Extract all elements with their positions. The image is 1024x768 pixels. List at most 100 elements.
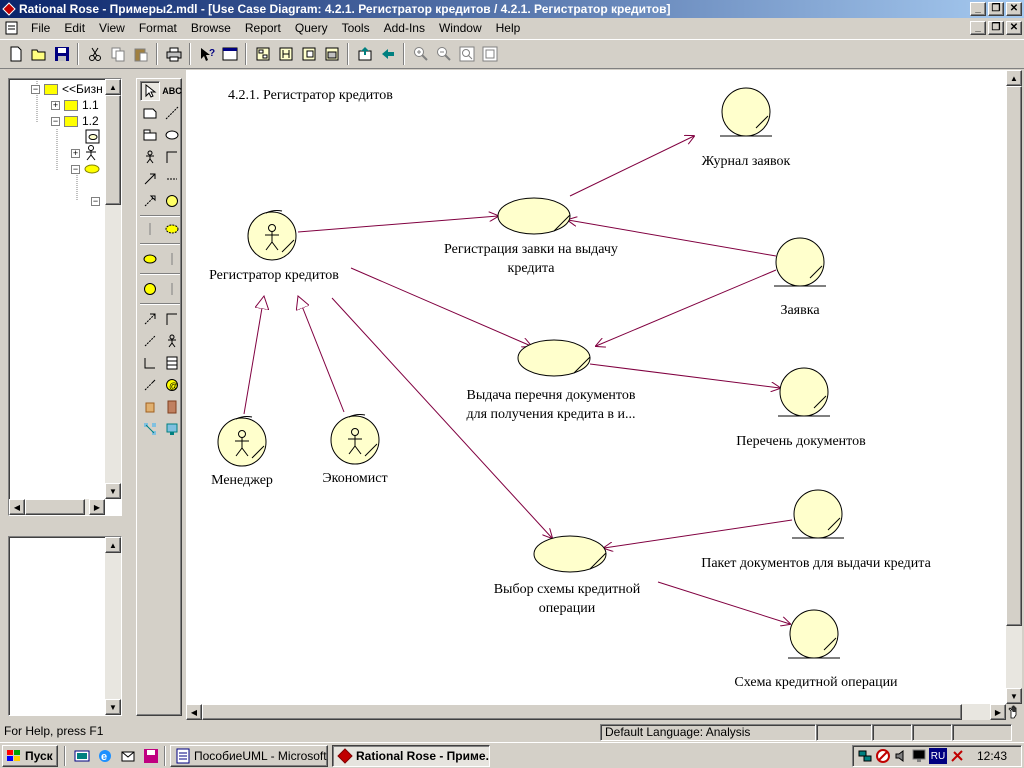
business-use-case-uc3[interactable] <box>533 535 607 573</box>
menu-edit[interactable]: Edit <box>64 21 86 35</box>
task-button-word[interactable]: ПособиеUML - Microsoft ... <box>170 744 328 767</box>
save-icon[interactable] <box>50 43 73 65</box>
pan-hand-icon[interactable] <box>1006 704 1022 720</box>
note-tool-icon[interactable] <box>140 103 160 123</box>
use-case-diagram-canvas[interactable]: 4.2.1. Регистратор кредитов Регистратор … <box>186 70 1006 704</box>
business-entity-e5[interactable] <box>788 609 840 659</box>
browse-component-diagram-icon[interactable] <box>297 43 320 65</box>
tree-node[interactable]: + 1.1 <box>51 97 99 113</box>
business-actor-registrar[interactable] <box>247 210 297 261</box>
outlook-express-icon[interactable] <box>116 745 139 767</box>
include-tool-icon[interactable] <box>140 309 160 329</box>
diagram-horizontal-scrollbar[interactable]: ◀ ▶ <box>186 704 1006 720</box>
dependency-tool-icon[interactable] <box>162 169 182 189</box>
zoom-in-icon[interactable] <box>409 43 432 65</box>
show-desktop-icon[interactable] <box>70 745 93 767</box>
print-icon[interactable] <box>162 43 185 65</box>
association-registrar-uc3[interactable] <box>331 297 552 538</box>
scroll-thumb[interactable] <box>1006 86 1022 626</box>
scroll-up-icon[interactable]: ▲ <box>105 537 121 553</box>
network-tray-icon[interactable] <box>857 748 873 764</box>
scroll-down-icon[interactable]: ▼ <box>105 483 121 499</box>
undo-fit-icon[interactable] <box>478 43 501 65</box>
documentation-pane[interactable]: ▲ ▼ <box>8 536 122 716</box>
association-tool-icon[interactable] <box>140 353 160 373</box>
documentation-scrollbar[interactable]: ▲ ▼ <box>105 537 121 715</box>
mdi-restore-button[interactable]: ❐ <box>988 21 1004 35</box>
cut-icon[interactable] <box>83 43 106 65</box>
mdi-close-button[interactable]: ✕ <box>1006 21 1022 35</box>
actor-tool-icon[interactable] <box>140 147 160 167</box>
language-indicator[interactable]: RU <box>929 748 947 764</box>
tree-node-actor[interactable]: + <box>71 145 98 161</box>
collapse-icon[interactable]: − <box>91 195 100 206</box>
tree-node[interactable]: − <<Бизн <box>31 81 103 97</box>
start-button[interactable]: Пуск <box>2 744 58 767</box>
view-documentation-icon[interactable] <box>218 43 241 65</box>
internet-explorer-icon[interactable]: e <box>93 745 116 767</box>
business-use-case-uc2[interactable] <box>517 339 591 377</box>
tree-node[interactable]: − 1.2 <box>51 113 99 129</box>
open-icon[interactable] <box>27 43 50 65</box>
business-actor-economist[interactable] <box>330 414 380 465</box>
document-window-icon[interactable] <box>4 20 20 36</box>
aggregation-tool-icon[interactable] <box>140 375 160 395</box>
anchor-note-tool-icon[interactable] <box>162 103 182 123</box>
fit-in-window-icon[interactable] <box>455 43 478 65</box>
business-entity-e4[interactable] <box>792 489 844 539</box>
tree-node[interactable]: − <box>91 193 104 209</box>
generalization-economist-registrar[interactable] <box>298 296 345 413</box>
scroll-thumb[interactable] <box>25 499 85 515</box>
package-tool-icon[interactable] <box>140 125 160 145</box>
business-actor-small-icon[interactable] <box>162 331 182 351</box>
browse-previous-icon[interactable] <box>376 43 399 65</box>
association-e4-uc3[interactable] <box>604 519 793 548</box>
copy-icon[interactable] <box>106 43 129 65</box>
business-rule-tool-icon[interactable]: @ <box>162 375 182 395</box>
document-tool-icon[interactable] <box>162 397 182 417</box>
menu-report[interactable]: Report <box>244 21 281 35</box>
business-use-case-uc1[interactable] <box>497 197 571 235</box>
unidirectional-association-tool-icon[interactable] <box>140 169 160 189</box>
extend-tool-icon[interactable] <box>162 309 182 329</box>
menu-file[interactable]: File <box>31 21 51 35</box>
menu-view[interactable]: View <box>99 21 125 35</box>
association-uc1-e1[interactable] <box>569 136 694 197</box>
class-list-tool-icon[interactable] <box>162 353 182 373</box>
model-browser-tree[interactable]: − <<Бизн + 1.1 − 1.2 + − − ▲ ▼ ◀ ▶ <box>8 78 122 516</box>
business-actor-tool-icon[interactable] <box>162 191 182 211</box>
text-box-tool-icon[interactable]: ABC <box>162 86 182 96</box>
association-registrar-uc2[interactable] <box>350 267 531 346</box>
browse-deployment-diagram-icon[interactable] <box>320 43 343 65</box>
domain-class-tool-icon[interactable] <box>140 397 160 417</box>
business-actor-manager[interactable] <box>217 416 267 467</box>
browser-vertical-scrollbar[interactable]: ▲ ▼ <box>105 79 121 499</box>
expand-icon[interactable]: + <box>51 99 60 110</box>
organization-unit-tool-icon[interactable] <box>140 419 160 439</box>
menu-browse[interactable]: Browse <box>190 21 231 35</box>
use-case-tool-icon[interactable] <box>162 125 182 145</box>
generalization-manager-registrar[interactable] <box>243 296 264 415</box>
business-entity-e2[interactable] <box>774 237 826 287</box>
system-tool-icon[interactable] <box>162 419 182 439</box>
association-uc2-e3[interactable] <box>589 363 780 388</box>
menu-help[interactable]: Help <box>495 21 521 35</box>
scroll-thumb[interactable] <box>202 704 962 720</box>
zoom-out-icon[interactable] <box>432 43 455 65</box>
collapse-icon[interactable]: − <box>71 163 80 174</box>
association-tool-icon[interactable] <box>162 147 182 167</box>
communicate-tool-icon[interactable] <box>140 331 160 351</box>
scroll-right-icon[interactable]: ▶ <box>990 704 1006 720</box>
minimize-button[interactable]: _ <box>970 2 986 16</box>
browser-horizontal-scrollbar[interactable]: ◀ ▶ <box>9 499 105 515</box>
scroll-up-icon[interactable]: ▲ <box>105 79 121 95</box>
selection-tool-icon[interactable] <box>140 81 160 101</box>
scroll-down-icon[interactable]: ▼ <box>1006 688 1022 704</box>
expand-icon[interactable]: + <box>71 147 80 158</box>
scroll-down-icon[interactable]: ▼ <box>105 699 121 715</box>
tree-node-diagram[interactable] <box>85 129 101 145</box>
menu-window[interactable]: Window <box>438 21 482 35</box>
collapse-icon[interactable]: − <box>31 83 40 94</box>
realize-tool-icon[interactable] <box>140 219 160 239</box>
browse-interaction-diagram-icon[interactable] <box>274 43 297 65</box>
